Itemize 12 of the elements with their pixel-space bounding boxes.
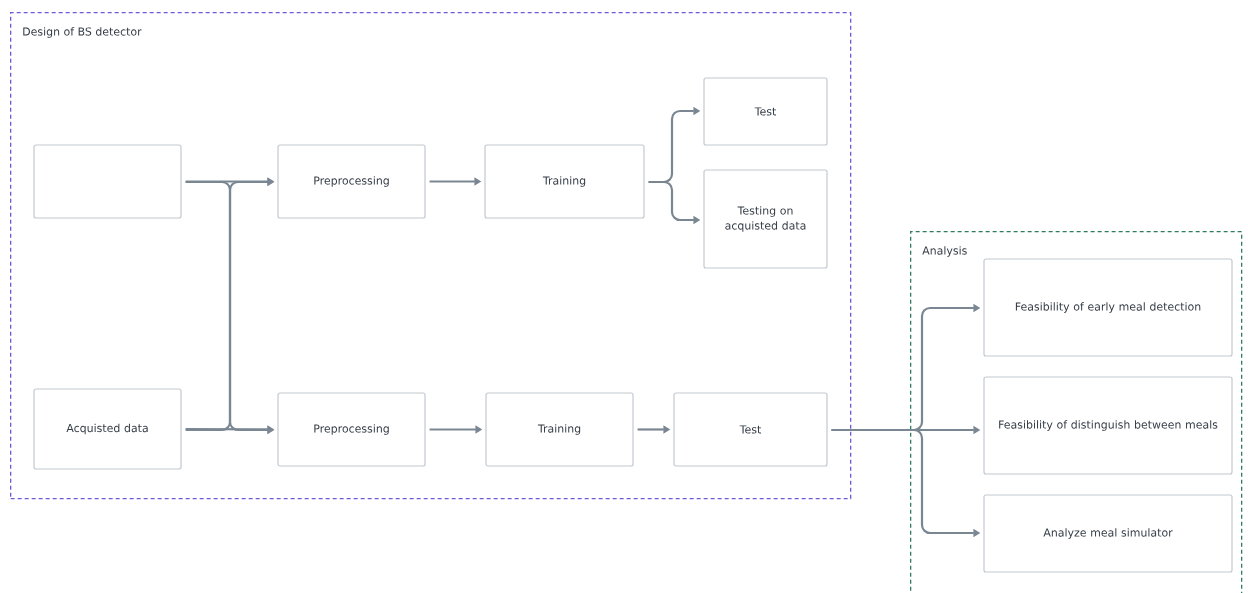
process-box: Feasibility of distinguish between meals bbox=[983, 376, 1233, 475]
process-box: Acquisted data bbox=[33, 388, 182, 470]
process-box: Test bbox=[703, 77, 828, 146]
process-box: Test bbox=[673, 392, 828, 467]
process-box bbox=[33, 144, 182, 219]
process-box: Analyze meal simulator bbox=[983, 494, 1233, 573]
process-box: Training bbox=[485, 392, 634, 467]
process-box: Testing on acquisted data bbox=[703, 169, 828, 269]
process-box: Preprocessing bbox=[277, 392, 426, 467]
process-box: Preprocessing bbox=[277, 144, 426, 219]
process-box: Feasibility of early meal detection bbox=[983, 258, 1233, 357]
process-box: Training bbox=[484, 144, 645, 219]
